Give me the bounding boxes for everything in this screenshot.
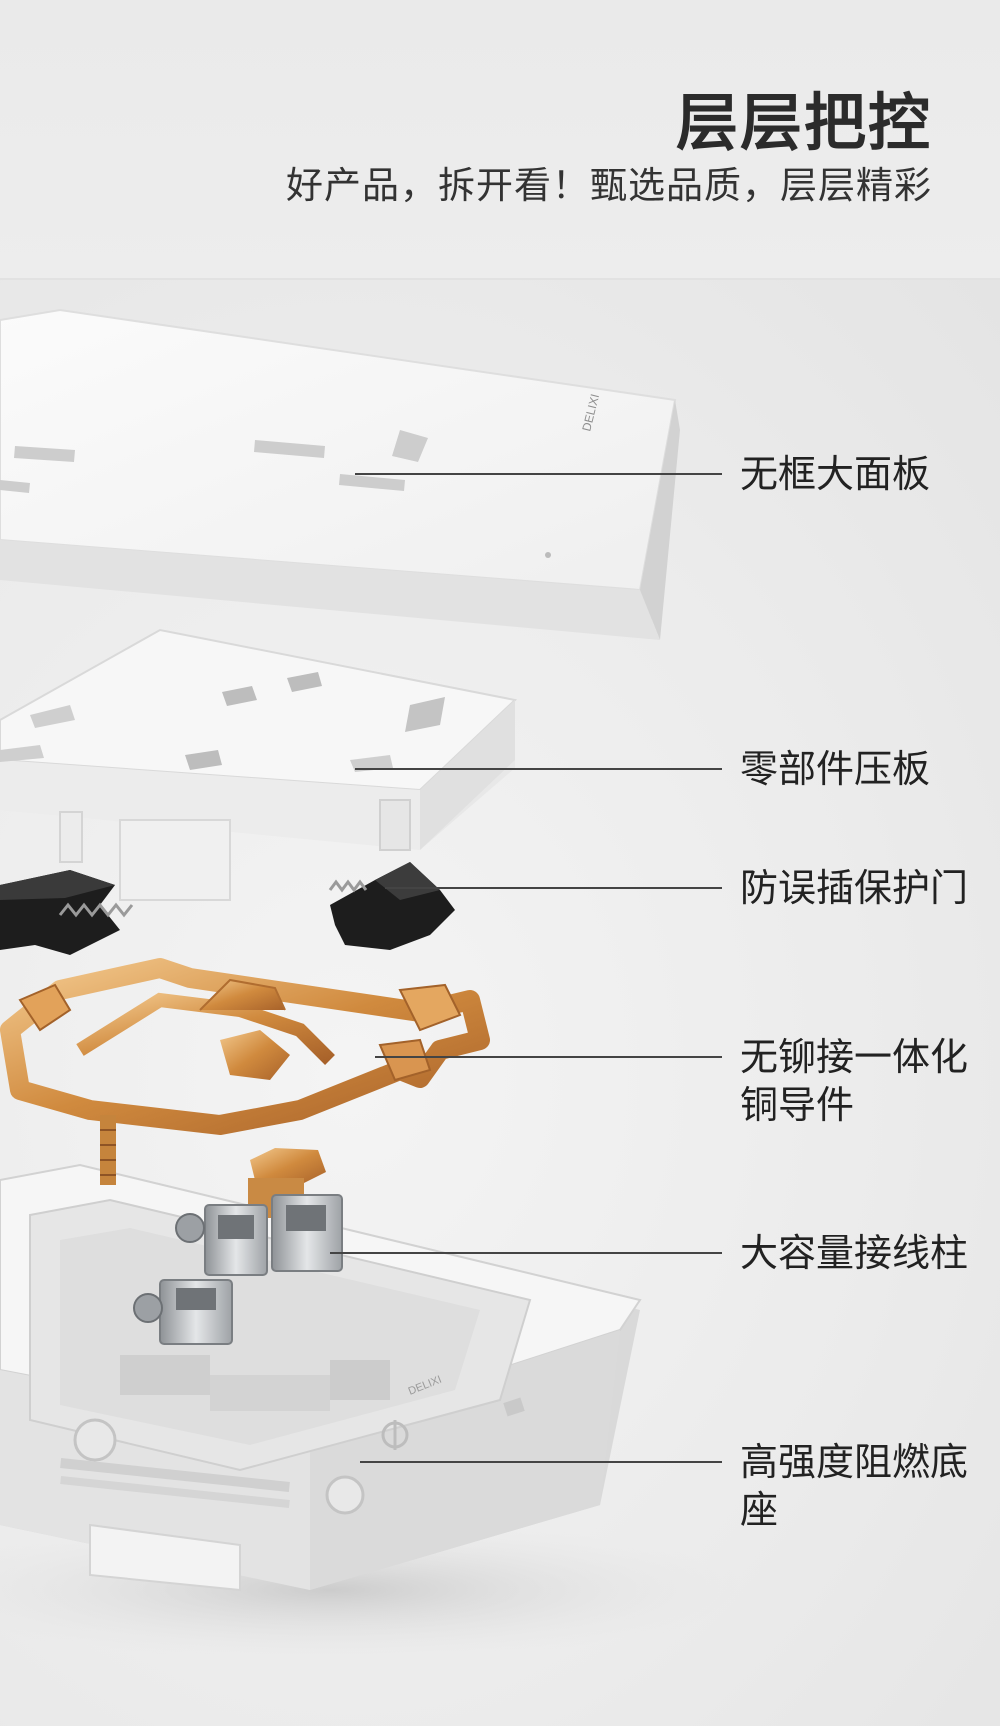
frameless-panel <box>0 308 680 640</box>
component-press-plate <box>0 628 518 901</box>
part-label-safety-shutter: 防误插保护门 <box>740 866 969 910</box>
part-label-base: 高强度阻燃底座 <box>740 1440 969 1532</box>
header-divider <box>0 278 1000 280</box>
header-area <box>0 0 1000 278</box>
page-subtitle: 好产品，拆开看！甄选品质，层层精彩 <box>286 164 932 207</box>
part-label-press-plate: 零部件压板 <box>740 747 931 791</box>
part-label-copper-conductor: 无铆接一体化铜导件 <box>740 1035 969 1127</box>
part-label-panel: 无框大面板 <box>740 452 931 496</box>
leader-lines <box>330 473 722 1463</box>
part-label-terminal: 大容量接线柱 <box>740 1231 969 1275</box>
large-capacity-terminals <box>133 1148 343 1345</box>
page-title: 层层把控 <box>675 86 932 159</box>
rivetless-copper-conductor <box>0 958 490 1185</box>
safety-shutters <box>0 862 455 955</box>
